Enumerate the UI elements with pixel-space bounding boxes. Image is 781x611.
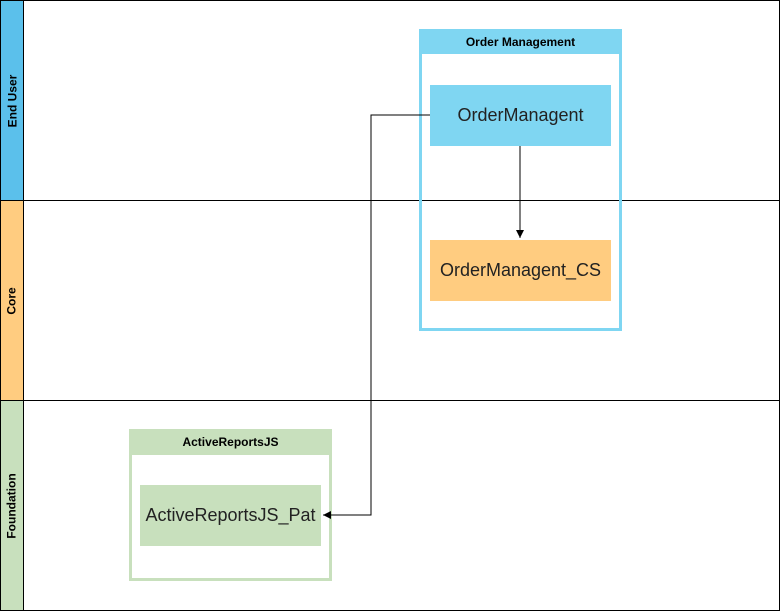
node-order-managent-cs[interactable]: OrderManagent_CS (430, 240, 611, 301)
lane-header-core: Core (1, 201, 24, 400)
lane-core: Core (0, 200, 780, 401)
group-title-order-management: Order Management (419, 29, 622, 54)
lane-end-user: End User (0, 0, 780, 201)
lane-foundation: Foundation (0, 400, 780, 611)
lane-header-end-user: End User (1, 1, 24, 200)
group-title-active-reports: ActiveReportsJS (129, 429, 332, 455)
lane-title-core: Core (5, 286, 19, 315)
lane-title-foundation: Foundation (5, 472, 20, 539)
lane-header-foundation: Foundation (1, 401, 24, 610)
node-order-managent[interactable]: OrderManagent (430, 85, 611, 146)
lane-title-end-user: End User (5, 74, 19, 127)
node-active-reports-pat[interactable]: ActiveReportsJS_Pat (140, 485, 321, 546)
